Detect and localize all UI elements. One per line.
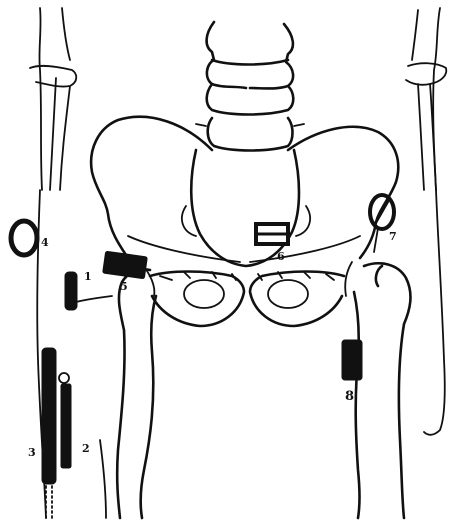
left-femur bbox=[117, 270, 156, 519]
marker-8-block: 8 bbox=[342, 340, 362, 404]
label-6: 6 bbox=[277, 250, 285, 263]
label-5: 5 bbox=[120, 280, 128, 293]
marker-1-capsule: 1 bbox=[65, 270, 112, 310]
lumbar-spine bbox=[196, 22, 304, 151]
left-forearm-bones bbox=[30, 8, 76, 190]
right-thigh-outline bbox=[424, 190, 445, 435]
label-3: 3 bbox=[28, 446, 36, 459]
pelvis-outline bbox=[91, 117, 398, 326]
label-8: 8 bbox=[345, 389, 354, 404]
label-2: 2 bbox=[82, 442, 90, 455]
marker-2-rod: 2 bbox=[59, 373, 90, 468]
marker-3-rod: 3 bbox=[28, 348, 56, 518]
label-1: 1 bbox=[84, 270, 92, 283]
label-4: 4 bbox=[41, 236, 49, 249]
label-7: 7 bbox=[389, 230, 397, 243]
marker-4-ring: 4 bbox=[11, 221, 49, 255]
right-femur bbox=[354, 263, 410, 518]
marker-5-block: 5 bbox=[103, 251, 148, 293]
right-forearm-bones bbox=[406, 8, 446, 190]
